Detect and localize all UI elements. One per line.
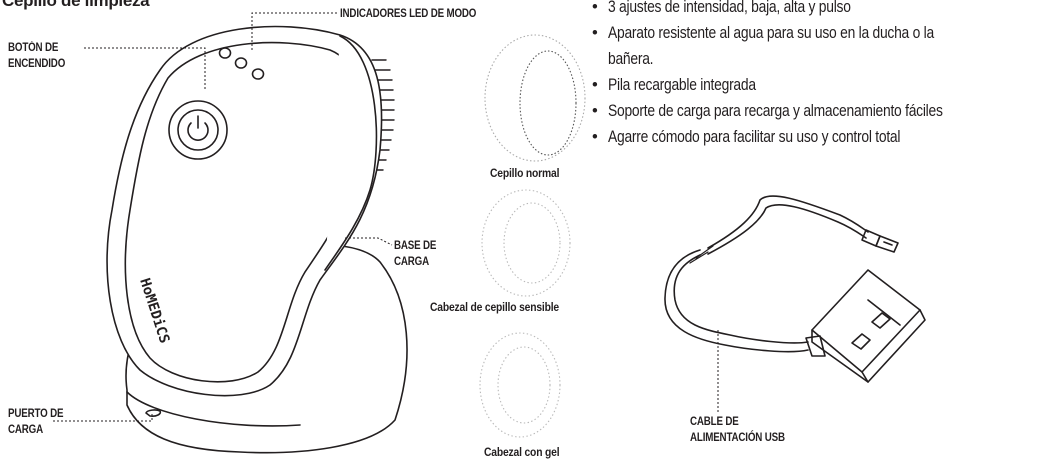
callout-charging-port-line1: PUERTO DE — [8, 408, 64, 420]
usb-cable-drawing — [664, 195, 926, 383]
device-body-drawing — [106, 25, 383, 397]
callout-usb-cable-line1: CABLE DE — [690, 416, 739, 428]
charging-port-leader — [53, 414, 153, 422]
callout-power-button-line2: ENCENDIDO — [8, 58, 66, 70]
callout-charging-base-line2: CARGA — [394, 256, 429, 268]
led-indicators-leader — [251, 12, 338, 50]
charging-port-slot — [145, 409, 162, 417]
feature-text: Agarre cómodo para facilitar su uso y co… — [608, 128, 901, 146]
gel-head-drawing — [479, 332, 561, 438]
normal-brush-head-drawing — [484, 34, 586, 162]
callout-usb-cable: CABLE DE ALIMENTACIÓN USB — [690, 414, 785, 446]
feature-text: 3 ajustes de intensidad, baja, alta y pu… — [608, 0, 851, 16]
feature-item: • Aparato resistente al agua para su uso… — [590, 20, 1006, 72]
feature-text: Soporte de carga para recarga y almacena… — [608, 102, 943, 120]
callout-charging-port: PUERTO DE CARGA — [8, 406, 63, 438]
callout-usb-cable-line2: ALIMENTACIÓN USB — [690, 432, 785, 444]
bullet-icon: • — [592, 24, 598, 42]
feature-item: • Agarre cómodo para facilitar su uso y … — [590, 124, 1006, 150]
bullet-icon: • — [592, 128, 598, 146]
callout-led-indicators: INDICADORES LED DE MODO — [340, 8, 477, 20]
bullet-icon: • — [592, 102, 598, 120]
callout-power-button: BOTÓN DE ENCENDIDO — [8, 40, 65, 72]
bullet-icon: • — [592, 0, 598, 16]
bullet-icon: • — [592, 76, 598, 94]
callout-power-button-line1: BOTÓN DE — [8, 42, 59, 54]
led-indicators-drawing — [218, 47, 265, 80]
power-button-leader — [84, 47, 206, 90]
charging-base-leader — [345, 237, 393, 246]
feature-text: Aparato resistente al agua para su uso e… — [608, 24, 934, 42]
power-button-drawing — [168, 100, 228, 160]
feature-item: • 3 ajustes de intensidad, baja, alta y … — [590, 0, 1006, 20]
callout-charging-base-line1: BASE DE — [394, 240, 437, 252]
feature-item: • Pila recargable integrada — [590, 72, 1006, 98]
sensitive-brush-head-drawing — [481, 189, 571, 297]
feature-text: Pila recargable integrada — [608, 76, 756, 94]
callout-charging-port-line2: CARGA — [8, 424, 43, 436]
page-title: Cepillo de limpieza — [2, 0, 150, 10]
callout-charging-base: BASE DE CARGA — [394, 238, 436, 270]
feature-item: • Soporte de carga para recarga y almace… — [590, 98, 1006, 124]
caption-sensitive-brush: Cabezal de cepillo sensible — [430, 300, 559, 314]
feature-text-continued: bañera. — [608, 50, 654, 68]
feature-list: • 3 ajustes de intensidad, baja, alta y … — [590, 0, 1006, 150]
caption-normal-brush: Cepillo normal — [490, 166, 560, 180]
caption-gel-head: Cabezal con gel — [484, 445, 560, 459]
